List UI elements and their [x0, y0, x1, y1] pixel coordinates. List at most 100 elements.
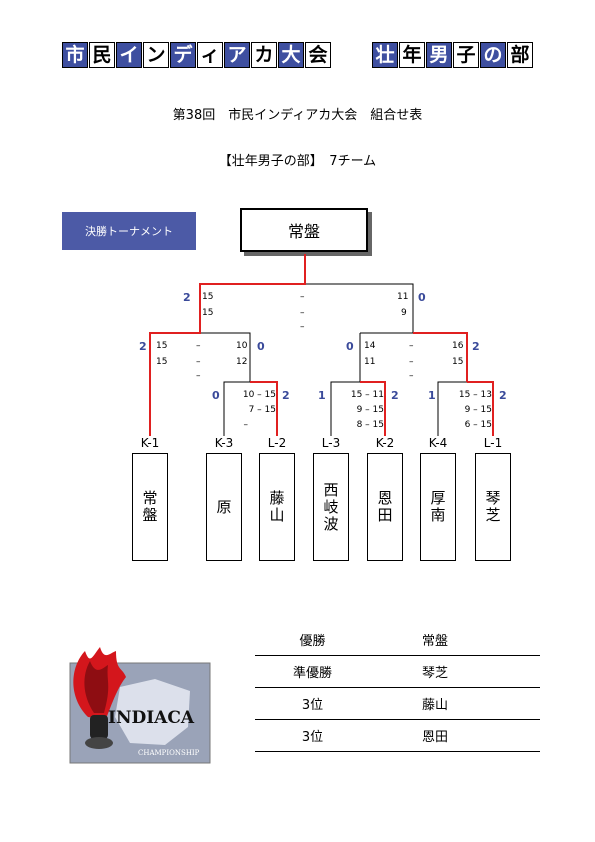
quarter3-score: 15 – 13: [458, 390, 492, 400]
bracket-line: [223, 381, 250, 436]
semi-left-right-wins: 0: [257, 340, 265, 353]
team-box: 厚南: [420, 453, 456, 561]
semi-left-right-score: 12: [236, 357, 248, 367]
quarter1-score: –: [243, 420, 249, 430]
header-char: デ: [170, 42, 196, 68]
quarter3-score: 6 – 15: [464, 420, 492, 430]
bracket-line: [305, 283, 414, 333]
rank-team: 琴芝: [370, 655, 540, 688]
rank-team: 常盤: [370, 624, 540, 656]
team-code: K-3: [214, 436, 234, 450]
header-char: 男: [426, 42, 452, 68]
quarter1-score: 7 – 15: [248, 405, 276, 415]
division-subtitle: 【壮年男子の部】 7チーム: [218, 154, 377, 169]
quarter1-left-wins: 0: [212, 389, 220, 402]
header-char: 民: [89, 42, 115, 68]
logo-handle: [90, 715, 108, 739]
rank-label: 3位: [255, 719, 370, 752]
header-char: カ: [251, 42, 277, 68]
results-row: 3位恩田: [255, 719, 540, 752]
logo-base: [85, 737, 113, 749]
quarter1-score: 10 – 15: [242, 390, 276, 400]
semi-right-left-wins: 0: [346, 340, 354, 353]
team-box: 西岐波: [313, 453, 349, 561]
quarter2-left-wins: 1: [318, 389, 326, 402]
quarter2-score: 9 – 15: [356, 405, 384, 415]
header-char: ア: [224, 42, 250, 68]
quarter1-right-wins: 2: [282, 389, 290, 402]
rank-label: 準優勝: [255, 655, 370, 688]
team-box: 恩田: [367, 453, 403, 561]
logo-text-sub: CHAMPIONSHIP: [138, 749, 200, 757]
bracket-line-winner: [360, 381, 386, 436]
final-left-wins: 2: [183, 291, 191, 304]
header-char: 子: [453, 42, 479, 68]
rank-team: 藤山: [370, 687, 540, 720]
header-char: イ: [116, 42, 142, 68]
final-left-score: 15: [202, 292, 214, 302]
semi-left-right-score: 10: [236, 341, 248, 351]
team-box: 常盤: [132, 453, 168, 561]
final-left-score: 15: [202, 308, 214, 318]
header-char: ン: [143, 42, 169, 68]
results-row: 3位藤山: [255, 687, 540, 720]
rank-label: 優勝: [255, 624, 370, 656]
team-code: K-1: [140, 436, 160, 450]
document-title: 第38回 市民インディアカ大会 組合せ表: [172, 108, 423, 123]
header-char: 年: [399, 42, 425, 68]
team-name: 藤山: [267, 490, 286, 524]
header-char: 会: [305, 42, 331, 68]
semi-right-dash: –: [409, 371, 414, 381]
final-tournament-badge: 決勝トーナメント: [62, 212, 196, 250]
semi-right-left-score: 14: [364, 341, 376, 351]
final-dash: –: [300, 322, 305, 332]
header-title-right: 壮 年 男 子 の 部: [372, 42, 534, 68]
team-code: L-2: [267, 436, 287, 450]
team-box: 藤山: [259, 453, 295, 561]
quarter3-score: 9 – 15: [464, 405, 492, 415]
semi-right-dash: –: [409, 357, 414, 367]
semi-right-right-wins: 2: [472, 340, 480, 353]
semi-right-right-score: 16: [452, 341, 464, 351]
bracket-line-winner: [467, 381, 494, 436]
header-char: ィ: [197, 42, 223, 68]
bracket-line-winner: [149, 254, 306, 436]
team-code: K-2: [375, 436, 395, 450]
quarter2-score: 15 – 11: [350, 390, 384, 400]
final-right-score: 11: [397, 292, 409, 302]
rank-team: 恩田: [370, 719, 540, 752]
logo-map: [115, 679, 190, 745]
final-right-wins: 0: [418, 291, 426, 304]
team-name: 琴芝: [483, 490, 502, 524]
quarter3-right-wins: 2: [499, 389, 507, 402]
team-name: 西岐波: [321, 481, 340, 533]
bracket-line: [200, 332, 251, 382]
quarter2-right-wins: 2: [391, 389, 399, 402]
team-name: 常盤: [140, 490, 159, 524]
bracket-line: [437, 381, 467, 436]
final-dash: –: [300, 292, 305, 302]
champion-box: 常盤: [240, 208, 368, 252]
header-char: 部: [507, 42, 533, 68]
bracket-line: [330, 381, 360, 436]
quarter3-left-wins: 1: [428, 389, 436, 402]
semi-left-left-wins: 2: [139, 340, 147, 353]
rank-label: 3位: [255, 687, 370, 720]
header-char: 大: [278, 42, 304, 68]
indiaca-logo: INDIACA CHAMPIONSHIP: [69, 647, 211, 764]
semi-right-dash: –: [409, 341, 414, 351]
team-box: 琴芝: [475, 453, 511, 561]
semi-left-left-score: 15: [156, 357, 168, 367]
header-char: 市: [62, 42, 88, 68]
team-code: L-1: [483, 436, 503, 450]
team-box: 原: [206, 453, 242, 561]
semi-left-dash: –: [196, 357, 201, 367]
final-right-score: 9: [401, 308, 407, 318]
logo-text-main: INDIACA: [108, 708, 195, 728]
header-char: 壮: [372, 42, 398, 68]
header-char: の: [480, 42, 506, 68]
header-title-left: 市 民 イ ン デ ィ ア カ 大 会: [62, 42, 332, 68]
results-row: 準優勝琴芝: [255, 655, 540, 688]
bracket-line-winner: [250, 381, 278, 436]
results-table: 優勝常盤 準優勝琴芝 3位藤山 3位恩田: [255, 624, 540, 752]
